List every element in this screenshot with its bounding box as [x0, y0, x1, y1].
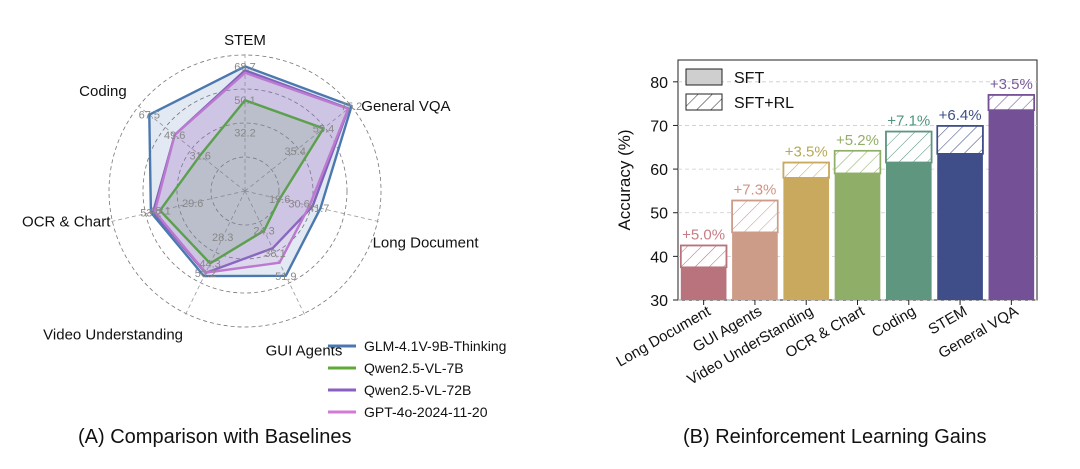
bar-sft-video-understanding	[783, 177, 830, 300]
bar-sft-ocr-chart	[834, 173, 881, 300]
gain-label-general-vqa: +3.5%	[990, 76, 1033, 93]
bar-hatch-gui-agents	[731, 199, 779, 234]
legend-label-glm-4-1v-9b-thinking: GLM-4.1V-9B-Thinking	[364, 338, 506, 354]
radar-spoke-coding	[135, 103, 246, 192]
legend-label-sft: SFT	[734, 70, 764, 87]
bar-hatch-stem	[936, 125, 984, 155]
gain-label-coding: +7.1%	[887, 113, 930, 130]
radar-value-label: 30.6	[288, 198, 309, 210]
legend-label-sftrl: SFT+RL	[734, 95, 794, 112]
gain-label-long-document: +5.0%	[682, 226, 725, 243]
radar-value-label: 44.3	[199, 258, 220, 270]
radar-axis-label-general-vqa: General VQA	[361, 98, 450, 115]
x-tick-label-coding: Coding	[869, 303, 919, 341]
bar-hatch-ocr-chart	[833, 149, 882, 175]
y-tick-label: 40	[650, 249, 668, 266]
y-tick-label: 80	[650, 75, 668, 92]
radar-axis-label-coding: Coding	[79, 83, 127, 100]
gain-label-gui-agents: +7.3%	[733, 182, 776, 199]
gain-label-video-understanding: +3.5%	[785, 144, 828, 161]
bar-hatch-general-vqa	[987, 94, 1035, 111]
bar-hatch-video-understanding	[782, 161, 830, 179]
legend-label-gpt-4o-2024-11-20: GPT-4o-2024-11-20	[364, 404, 488, 420]
radar-value-label: 50.2	[195, 268, 216, 280]
radar-series-gpt-4o-2024-11-20	[153, 71, 350, 274]
radar-value-label: 32.2	[234, 128, 255, 140]
legend-label-qwen2-5-vl-72b: Qwen2.5-VL-72B	[364, 382, 471, 398]
radar-value-label: 68.7	[234, 61, 255, 73]
radar-axis-label-video-understanding: Video Understanding	[43, 327, 183, 344]
radar-value-label: 48.1	[149, 205, 170, 217]
bar-hatch-coding	[885, 130, 933, 164]
bar-sft-gui-agents	[732, 232, 778, 300]
radar-value-label: 53.2	[140, 208, 161, 220]
radar-grid-circle	[210, 156, 280, 226]
radar-series-qwen2-5-vl-7b	[158, 98, 325, 265]
caption-b: (B) Reinforcement Learning Gains	[683, 426, 987, 448]
radar-axis-label-stem: STEM	[224, 32, 266, 49]
radar-value-label: 19.6	[269, 194, 290, 206]
radar-axis-label-long-document: Long Document	[373, 234, 480, 251]
y-axis-label: Accuracy (%)	[615, 129, 634, 230]
radar-value-label: 75.2	[341, 101, 362, 113]
radar-value-label: 51.9	[275, 271, 296, 283]
radar-axis-label-gui-agents: GUI Agents	[266, 343, 343, 360]
radar-value-label: 49.6	[164, 130, 185, 142]
radar-spoke-general-vqa	[244, 103, 355, 192]
radar-value-label: 67.5	[139, 110, 160, 122]
radar-value-label: 31.6	[189, 150, 210, 162]
radar-value-label: 41.7	[308, 203, 329, 215]
gain-label-ocr-chart: +5.2%	[836, 132, 879, 149]
radar-value-label: 35.4	[284, 146, 305, 158]
legend-label-qwen2-5-vl-7b: Qwen2.5-VL-7B	[364, 360, 464, 376]
radar-series-glm-4-1v-9b-thinking	[148, 65, 353, 278]
bar-sft-stem	[937, 153, 983, 300]
radar-chart: 68.7 50.1 32.2 75.2 55.4 35.4 41.730.619.6 51.9…	[22, 32, 506, 420]
legend-swatch-sft	[685, 68, 723, 86]
radar-value-label: 24.3	[253, 226, 274, 238]
radar-spoke-gui-agents	[244, 190, 307, 318]
y-tick-label: 70	[650, 118, 668, 135]
radar-axis-label-ocr-chart: OCR & Chart	[22, 213, 111, 230]
y-tick-label: 60	[650, 162, 668, 179]
bar-hatch-long-document	[680, 244, 728, 269]
radar-value-label: 55.4	[313, 123, 334, 135]
bar-sft-long-document	[680, 267, 727, 300]
legend-swatch-sftrl	[685, 93, 723, 111]
y-tick-label: 30	[650, 293, 668, 310]
radar-value-label: 50.1	[234, 95, 255, 107]
radar-spoke-video-understanding	[183, 190, 246, 318]
radar-spoke-ocr-chart	[108, 190, 246, 223]
caption-a: (A) Comparison with Baselines	[78, 426, 352, 448]
gain-label-stem: +6.4%	[939, 107, 982, 124]
radar-value-label: 38.1	[264, 248, 285, 260]
radar-spoke-long-document	[244, 190, 382, 223]
radar-value-label: 28.3	[212, 232, 233, 244]
bar-legend: SFT SFT+RL	[685, 68, 794, 112]
bar-sft-coding	[885, 162, 932, 300]
bar-sft-general-vqa	[988, 110, 1035, 300]
radar-value-label: 29.6	[182, 198, 203, 210]
y-tick-label: 50	[650, 206, 668, 223]
